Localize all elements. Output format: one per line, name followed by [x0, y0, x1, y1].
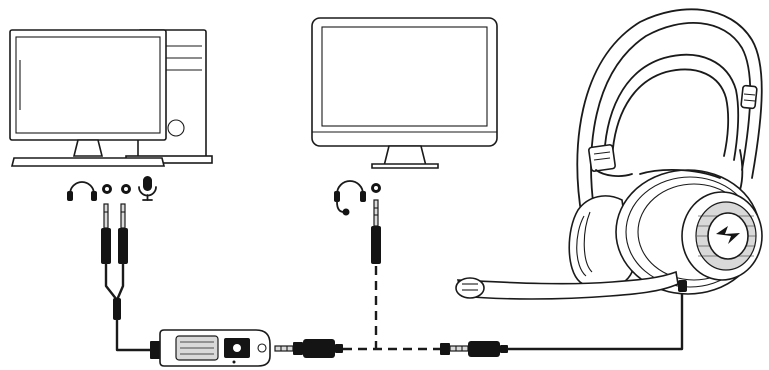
headphone-port-icon [67, 182, 97, 201]
headset-icon [456, 9, 762, 299]
audio-plug-icon [440, 341, 508, 357]
combo-headset-port-icon [334, 181, 366, 216]
audio-plug-icon [275, 339, 343, 358]
headset-port-icon [371, 183, 381, 193]
microphone-port-icon [139, 176, 156, 200]
usb-sound-card-icon [150, 330, 270, 366]
y-splitter-cable-icon [101, 204, 150, 350]
audio-plug-icon [371, 200, 381, 264]
monitor-icon [312, 18, 497, 168]
audio-jack-port-icon [102, 184, 131, 194]
pc-desktop-icon [10, 30, 212, 166]
